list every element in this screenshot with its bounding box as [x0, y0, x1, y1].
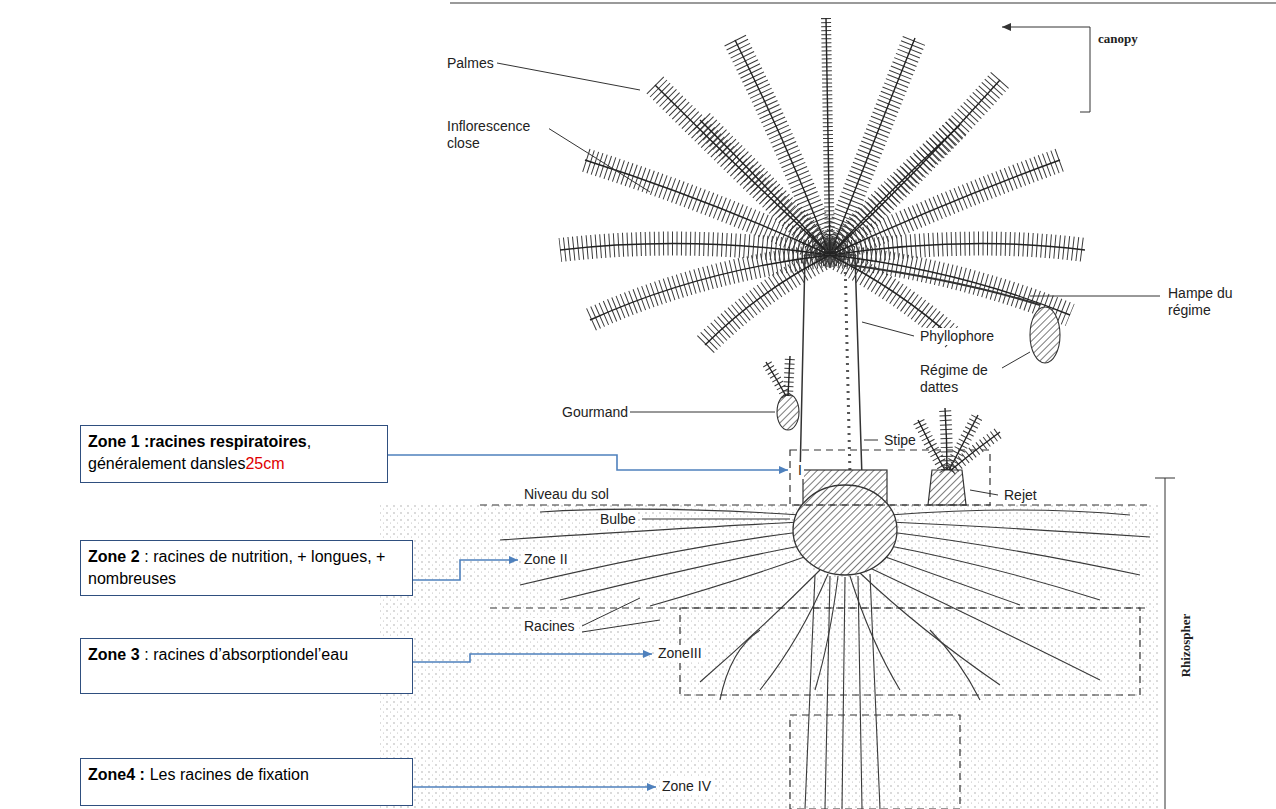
part-label: Régime de dattes: [918, 362, 1002, 396]
soil: [380, 505, 1160, 809]
part-label: Gourmand: [560, 404, 630, 421]
zone-box: Zone 2: racines de nutrition, + longues,…: [80, 540, 413, 596]
trunk-texture: [845, 258, 850, 476]
date-bunch: [850, 265, 1060, 363]
part-label: Phyllophore: [918, 328, 996, 345]
part-label: Racines: [522, 618, 577, 635]
zone-heading: Zone 2: [88, 548, 140, 565]
palm-crown: [560, 18, 1085, 345]
part-label: Palmes: [445, 55, 496, 72]
zone-heading: Zone 1 :racines respiratoires: [88, 433, 307, 450]
zone-label: Zone II: [522, 551, 570, 568]
bulb-shape: [793, 485, 897, 575]
zone-heading: Zone4 :: [88, 766, 145, 783]
zone-marker: I: [796, 462, 804, 479]
region-label: canopy: [1096, 30, 1140, 47]
part-label: Rejet: [1002, 487, 1039, 504]
zone-arrows: [388, 455, 788, 787]
zone-description: Les racines de fixation: [150, 766, 309, 783]
zone-box: Zone 1 :racines respiratoires, généralem…: [80, 425, 388, 483]
zone-description: 25cm: [245, 455, 284, 472]
part-label: Bulbe: [598, 511, 638, 528]
zone-heading: Zone 3: [88, 646, 140, 663]
zone-label: Zone IV: [660, 778, 713, 795]
region-label: Rhizospher: [1177, 612, 1194, 680]
zone-description: : racines d’absorptiondel’eau: [144, 646, 348, 663]
stipe-trunk: [800, 255, 862, 478]
part-label: Niveau du sol: [522, 486, 611, 503]
zone-box: Zone4 : Les racines de fixation: [80, 758, 413, 806]
zone-outlines: [480, 450, 1150, 809]
brackets: [1002, 27, 1175, 809]
zone-label: ZoneIII: [656, 645, 704, 662]
part-label: Hampe du régime: [1166, 285, 1265, 319]
offshoot-gourmand: [766, 356, 799, 430]
zone-box: Zone 3: racines d’absorptiondel’eau: [80, 638, 413, 694]
part-label: Stipe: [882, 432, 918, 449]
offshoot-rejet: [918, 408, 1000, 505]
leader-lines: [497, 63, 1160, 632]
part-label: Inflorescence close: [445, 118, 549, 152]
frame-line: [450, 2, 1276, 4]
